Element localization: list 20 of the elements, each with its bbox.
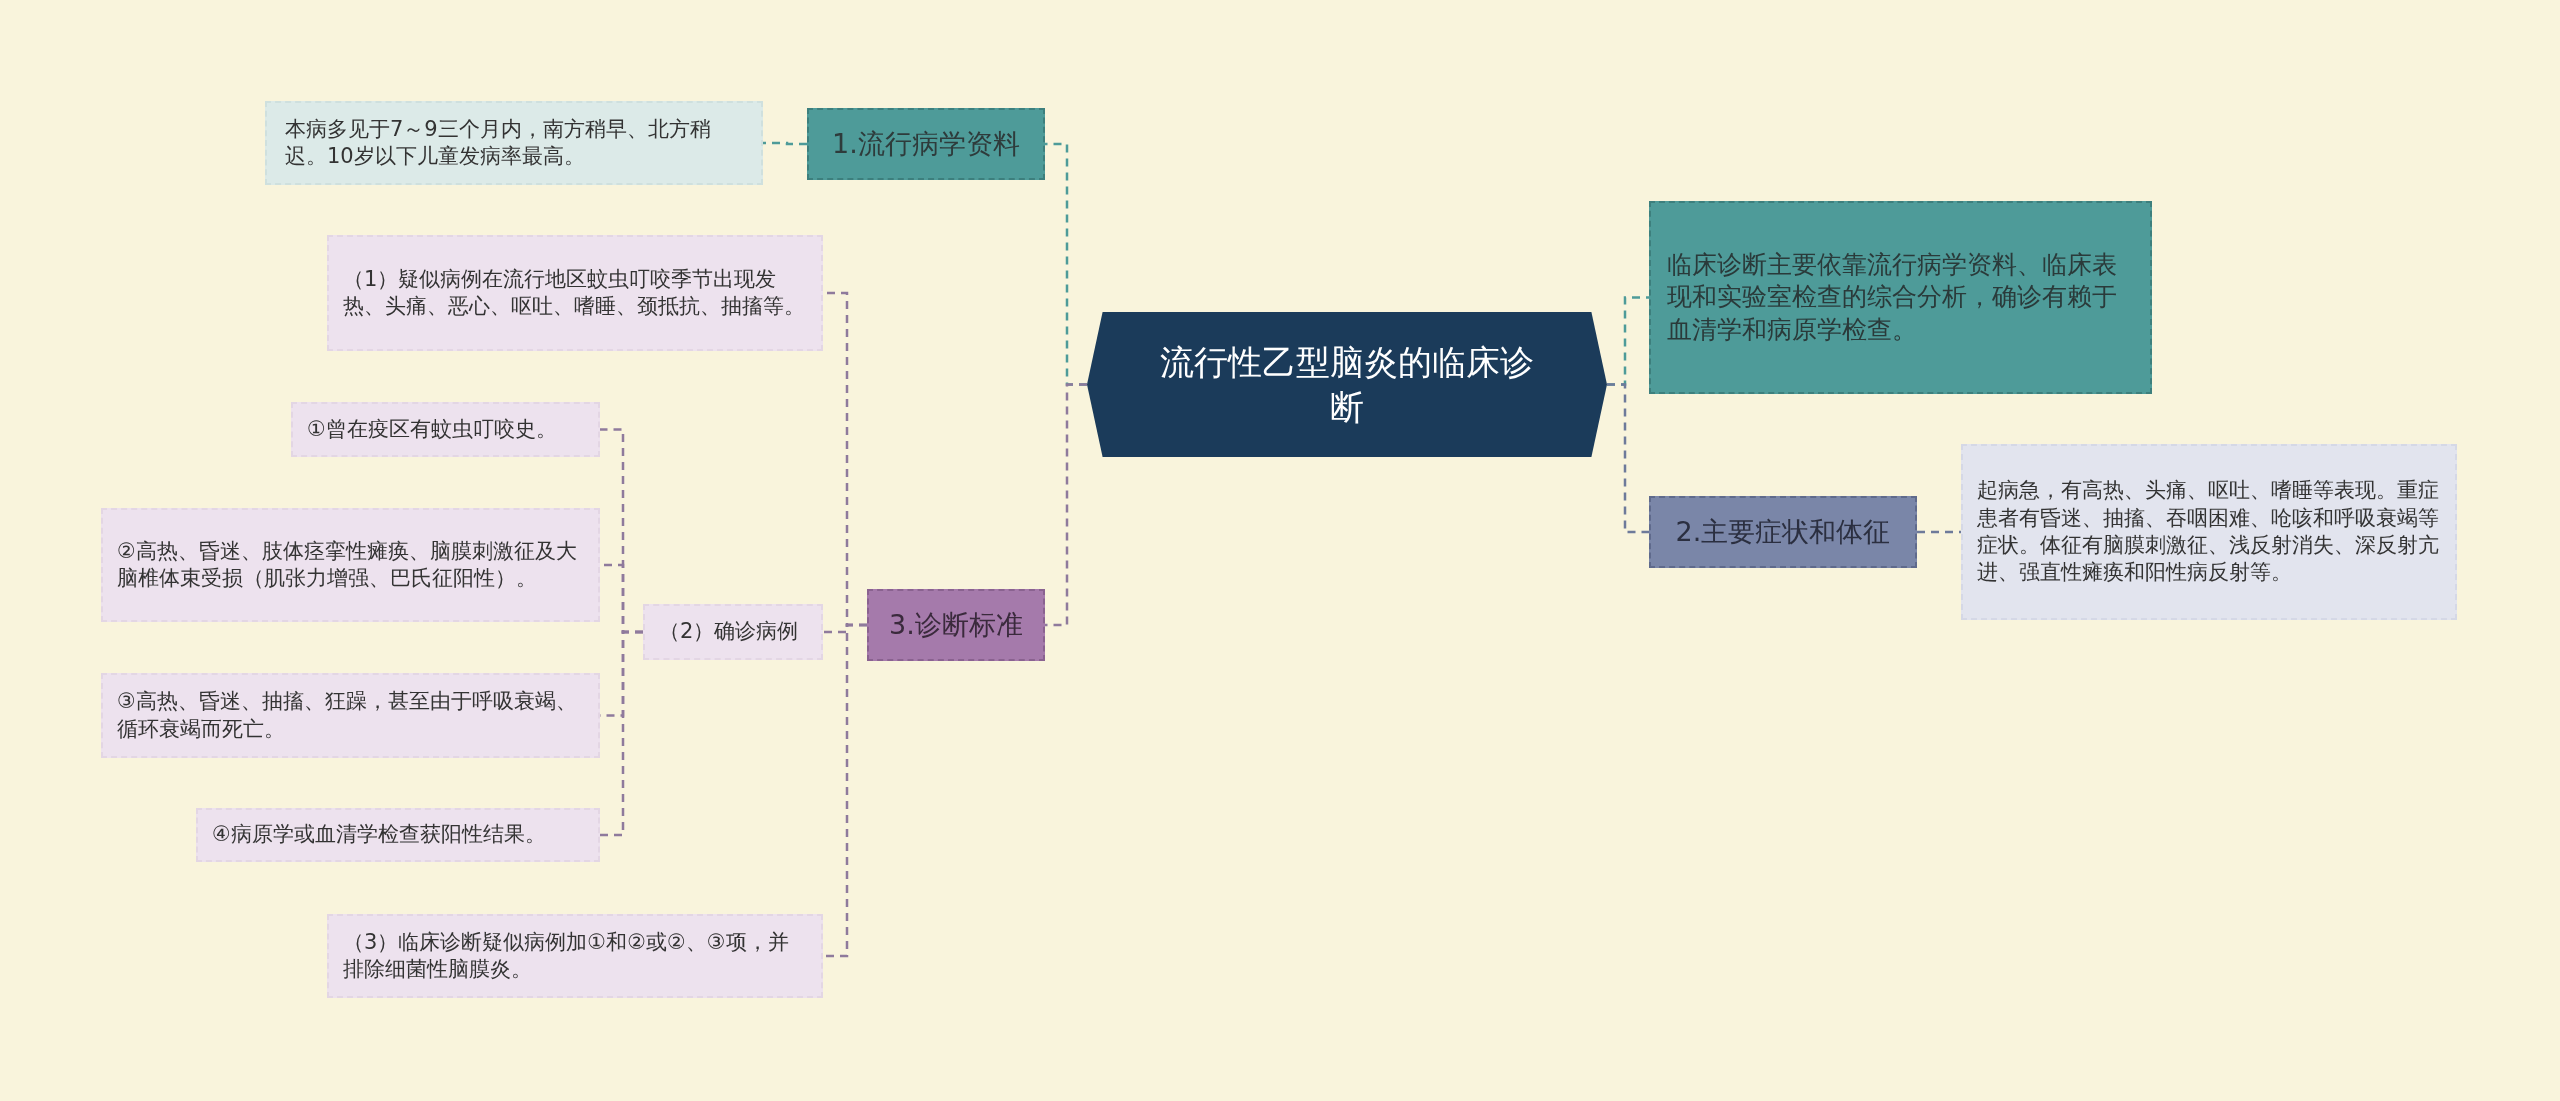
detail-box: （2）确诊病例 (643, 604, 823, 660)
topic-box: 3.诊断标准 (867, 589, 1045, 661)
detail-box: ③高热、昏迷、抽搐、狂躁，甚至由于呼吸衰竭、循环衰竭而死亡。 (101, 673, 600, 758)
detail-box: （1）疑似病例在流行地区蚊虫叮咬季节出现发热、头痛、恶心、呕吐、嗜睡、颈抵抗、抽搐等。 (327, 235, 823, 351)
root-topic: 流行性乙型脑炎的临床诊断 (1087, 309, 1607, 460)
detail-box: 起病急，有高热、头痛、呕吐、嗜睡等表现。重症患者有昏迷、抽搐、吞咽困难、呛咳和呼吸衰竭等症状。体征有脑膜刺激征、浅反射消失、深反射亢进、强直性瘫痪和阳性病反射等。 (1961, 444, 2457, 620)
summary-box: 临床诊断主要依靠流行病学资料、临床表现和实验室检查的综合分析，确诊有赖于血清学和病原学检查。 (1649, 201, 2152, 394)
detail-box: ④病原学或血清学检查获阳性结果。 (196, 808, 600, 862)
connector-line (763, 141, 807, 146)
connector-line (600, 630, 643, 837)
detail-box: ②高热、昏迷、肢体痉挛性瘫痪、脑膜刺激征及大脑椎体束受损（肌张力增强、巴氏征阳性）。 (101, 508, 600, 622)
detail-box: 本病多见于7～9三个月内，南方稍早、北方稍迟。10岁以下儿童发病率最高。 (265, 101, 763, 185)
topic-box: 2.主要症状和体征 (1649, 496, 1917, 568)
topic-box: 1.流行病学资料 (807, 108, 1045, 180)
connector-line (1045, 383, 1087, 627)
connector-line (823, 623, 867, 958)
detail-box: ①曾在疫区有蚊虫叮咬史。 (291, 402, 600, 457)
detail-box: （3）临床诊断疑似病例加①和②或②、③项，并排除细菌性脑膜炎。 (327, 914, 823, 998)
connector-line (1917, 530, 1961, 534)
connector-line (1607, 383, 1649, 534)
